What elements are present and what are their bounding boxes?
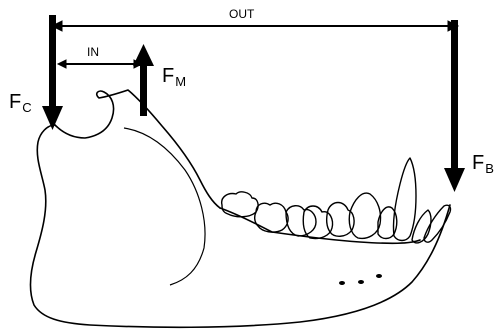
fb-label-sub: B xyxy=(485,161,494,176)
carnassial xyxy=(349,193,380,238)
fm-force-arrow xyxy=(133,44,154,116)
fc-label-main: F xyxy=(9,91,21,113)
fb-label-main: F xyxy=(472,152,484,174)
premolar-1 xyxy=(286,206,316,236)
out-label: OUT xyxy=(229,8,254,20)
fc-label: FC xyxy=(9,92,32,114)
fm-label-main: F xyxy=(162,65,174,87)
fm-label-sub: M xyxy=(175,74,186,89)
mandible-outline xyxy=(30,90,450,327)
mental-foramina xyxy=(339,274,382,285)
molar-2 xyxy=(255,203,288,232)
molar-1 xyxy=(222,192,258,217)
fb-force-arrow xyxy=(444,20,465,192)
in-label: IN xyxy=(87,46,99,58)
fb-label: FB xyxy=(472,153,494,175)
canine xyxy=(393,158,416,241)
muscle-attachment-line xyxy=(124,128,205,285)
out-lever-dimension xyxy=(52,21,458,31)
in-lever-dimension xyxy=(58,60,142,68)
fm-label: FM xyxy=(162,66,186,88)
fc-label-sub: C xyxy=(22,100,31,115)
teeth-row xyxy=(222,158,451,243)
fc-force-arrow xyxy=(42,15,63,130)
